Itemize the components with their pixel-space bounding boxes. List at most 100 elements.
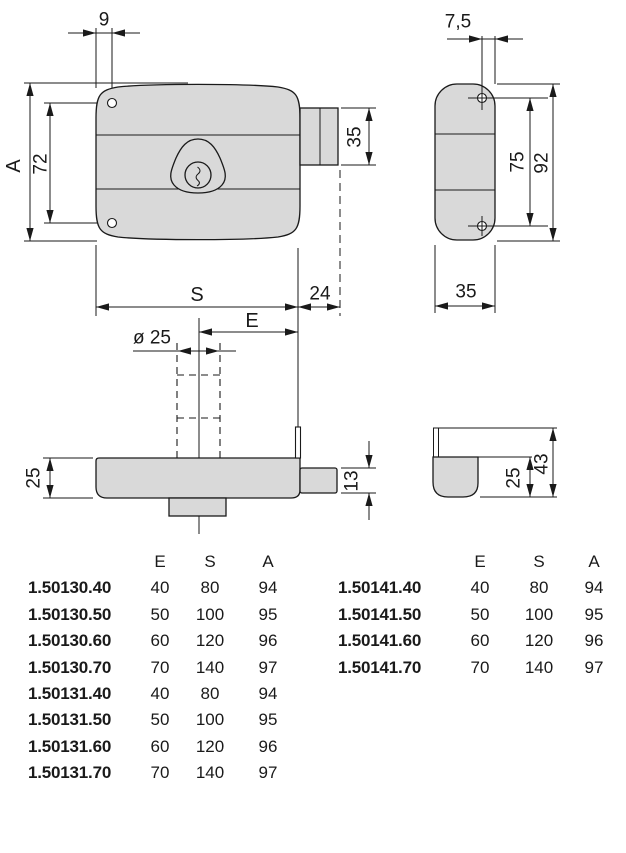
screw-hole bbox=[106, 97, 118, 109]
screw-hole bbox=[106, 217, 118, 229]
dim-value: 95 bbox=[258, 604, 278, 624]
header-spacer bbox=[338, 549, 450, 575]
table-row: 1.50141.40 40 80 94 bbox=[338, 575, 620, 601]
part-code: 1.50131.50 bbox=[28, 710, 112, 730]
dim-value: 120 bbox=[195, 631, 225, 651]
dim-label-bolt-throw: 24 bbox=[309, 284, 331, 305]
dim-label-cylinder-diameter: ø 25 bbox=[133, 328, 171, 349]
strike-front-view: 7,5 75 92 35 bbox=[434, 12, 560, 313]
dim-value: 40 bbox=[150, 683, 170, 703]
column-header: A bbox=[262, 552, 274, 571]
dim-value: 40 bbox=[470, 578, 490, 598]
cylinder-collar bbox=[168, 497, 227, 517]
part-code: 1.50130.60 bbox=[28, 631, 112, 651]
table-row: 1.50131.40 40 80 94 bbox=[28, 681, 302, 707]
strike-plate bbox=[434, 83, 496, 241]
cylinder-face bbox=[184, 161, 212, 189]
column-header: E bbox=[154, 552, 166, 571]
dim-value: 80 bbox=[200, 683, 220, 703]
dim-value: 95 bbox=[258, 710, 278, 730]
column-header: A bbox=[588, 552, 600, 571]
dim-value: 50 bbox=[150, 710, 170, 730]
column-header: S bbox=[204, 552, 216, 571]
bolt bbox=[299, 107, 339, 166]
dim-value: 97 bbox=[258, 763, 278, 783]
dim-label-bolt-height: 35 bbox=[345, 126, 366, 147]
technical-drawing: 35 9 A 72 S 24 bbox=[3, 10, 560, 534]
table-row: 1.50130.60 60 120 96 bbox=[28, 628, 302, 654]
lock-body-top bbox=[95, 457, 301, 499]
part-code: 1.50131.40 bbox=[28, 683, 112, 703]
part-code: 1.50130.70 bbox=[28, 657, 112, 677]
strike-top-view: 25 43 bbox=[432, 427, 557, 498]
dim-value: 94 bbox=[584, 578, 604, 598]
dim-value: 94 bbox=[258, 578, 278, 598]
part-code: 1.50131.70 bbox=[28, 763, 112, 783]
dim-value: 50 bbox=[150, 604, 170, 624]
dim-value: 96 bbox=[258, 631, 278, 651]
dim-value: 94 bbox=[258, 683, 278, 703]
dim-label-hole-spacing: 75 bbox=[508, 151, 529, 172]
part-code: 1.50141.50 bbox=[338, 604, 422, 624]
dim-label-hole-spacing: 72 bbox=[31, 153, 52, 174]
dim-value: 80 bbox=[200, 578, 220, 598]
table-row: 1.50141.60 60 120 96 bbox=[338, 628, 620, 654]
lock-top-view: E ø 25 25 13 bbox=[24, 310, 376, 534]
dim-value: 140 bbox=[195, 657, 225, 677]
dim-label-total-depth: 43 bbox=[532, 453, 553, 474]
table-row: 1.50130.50 50 100 95 bbox=[28, 602, 302, 628]
dim-value: 40 bbox=[150, 578, 170, 598]
dim-value: 70 bbox=[150, 763, 170, 783]
dim-value: 95 bbox=[584, 604, 604, 624]
part-code: 1.50141.60 bbox=[338, 631, 422, 651]
part-code: 1.50130.50 bbox=[28, 604, 112, 624]
part-code: 1.50131.60 bbox=[28, 736, 112, 756]
part-code: 1.50130.40 bbox=[28, 578, 112, 598]
column-header: S bbox=[533, 552, 545, 571]
header-spacer bbox=[28, 549, 134, 575]
dim-value: 60 bbox=[150, 631, 170, 651]
dim-value: 50 bbox=[470, 604, 490, 624]
dim-value: 96 bbox=[258, 736, 278, 756]
keyway-icon bbox=[195, 166, 201, 187]
table-row: 1.50131.70 70 140 97 bbox=[28, 760, 302, 786]
dim-value: 100 bbox=[195, 604, 225, 624]
dim-value: 120 bbox=[195, 736, 225, 756]
dim-label-total-height: 92 bbox=[532, 152, 553, 173]
column-header: E bbox=[474, 552, 486, 571]
bolt-top bbox=[299, 467, 338, 494]
strike-box bbox=[432, 456, 479, 498]
table-row: 1.50141.50 50 100 95 bbox=[338, 602, 620, 628]
table-row: 1.50130.70 70 140 97 bbox=[28, 655, 302, 681]
dim-value: 60 bbox=[150, 736, 170, 756]
dim-value: 97 bbox=[258, 657, 278, 677]
dim-value: 60 bbox=[470, 631, 490, 651]
dim-label-body-width: S bbox=[190, 284, 203, 306]
dim-label-box-depth: 25 bbox=[504, 467, 525, 488]
dim-value: 80 bbox=[529, 578, 549, 598]
dim-value: 96 bbox=[584, 631, 604, 651]
part-code: 1.50141.40 bbox=[338, 578, 422, 598]
dim-value: 120 bbox=[524, 631, 554, 651]
dim-label-bolt-thickness: 13 bbox=[342, 470, 363, 491]
dim-value: 70 bbox=[150, 657, 170, 677]
dim-value: 140 bbox=[524, 657, 554, 677]
dim-label-width: 35 bbox=[455, 282, 476, 303]
dim-value: 97 bbox=[584, 657, 604, 677]
table-row: 1.50131.60 60 120 96 bbox=[28, 734, 302, 760]
dim-label-total-height: A bbox=[3, 159, 25, 173]
lock-front-view: 35 9 A 72 S 24 bbox=[3, 10, 376, 427]
dim-value: 100 bbox=[524, 604, 554, 624]
dim-value: 70 bbox=[470, 657, 490, 677]
dim-value: 140 bbox=[195, 763, 225, 783]
dim-label-hole-offset: 9 bbox=[99, 10, 110, 31]
dim-label-hole-offset: 7,5 bbox=[445, 12, 471, 33]
table-row: 1.50130.40 40 80 94 bbox=[28, 575, 302, 601]
